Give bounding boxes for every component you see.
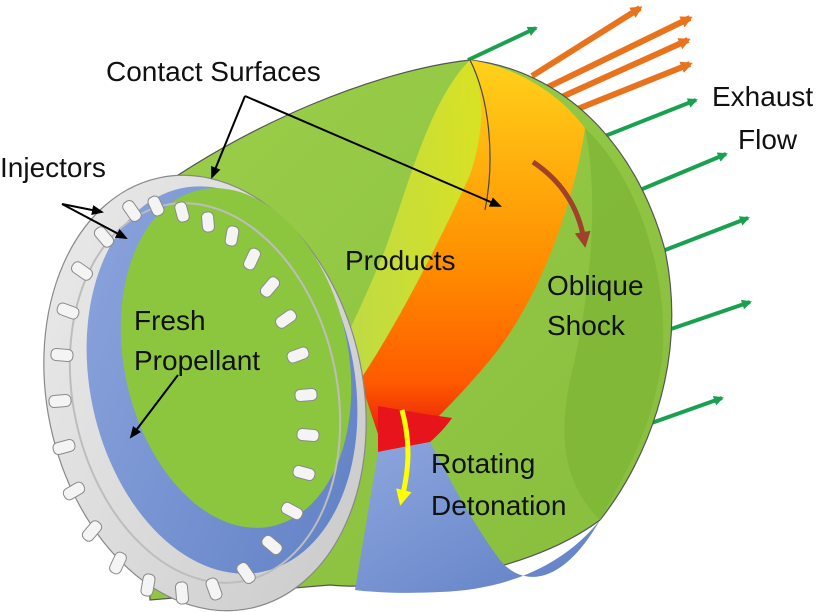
oblique-shock-line	[469, 59, 491, 211]
injector-pin	[243, 247, 261, 271]
injector-pin	[81, 520, 103, 542]
injector-pin	[296, 427, 320, 443]
injector-pin	[292, 464, 316, 482]
fresh-propellant-band	[355, 442, 600, 593]
injector-pin	[122, 200, 142, 222]
injector-pin	[174, 581, 190, 605]
injector-face	[43, 174, 367, 612]
injector-pin	[224, 225, 240, 247]
oblique-shock-label-line2: Shock	[547, 310, 626, 341]
injector-pin	[109, 551, 127, 575]
injector-pin	[93, 226, 115, 248]
injector-pin	[286, 346, 310, 364]
leader-injector-2	[61, 203, 128, 239]
leader-contact-2	[244, 95, 502, 207]
inner-products-core	[120, 188, 352, 528]
rotating-detonation-label-line2: Detonation	[431, 490, 566, 521]
labels: Contact Surfaces Injectors Exhaust Flow …	[0, 56, 813, 521]
injector-pin	[147, 195, 165, 217]
injector-pin	[275, 309, 297, 329]
injector-pin	[71, 261, 93, 281]
contact-surfaces-label: Contact Surfaces	[106, 56, 321, 87]
right-arrow-icon	[553, 37, 691, 103]
detonation-front	[360, 60, 585, 440]
exhaust-label-line2: Flow	[738, 124, 798, 155]
injector-pin	[280, 501, 304, 521]
leader-injector-1	[61, 203, 104, 215]
products-gradient	[335, 60, 482, 380]
rotating-detonation-label-line1: Rotating	[431, 448, 535, 479]
injector-pin	[50, 347, 74, 363]
right-arrow-icon	[639, 152, 728, 192]
injector-pin	[48, 393, 72, 409]
detonation-band	[378, 406, 452, 452]
leader-contact-1	[211, 95, 246, 179]
right-arrow-icon	[568, 61, 693, 115]
fresh-propellant-label-line2: Propellant	[134, 345, 260, 376]
injector-pins	[48, 195, 320, 605]
injector-pin	[62, 481, 86, 501]
right-arrow-icon	[667, 299, 752, 332]
right-arrow-icon	[540, 15, 693, 93]
right-arrow-icon	[659, 216, 750, 254]
oblique-shock-label-line1: Oblique	[547, 270, 644, 301]
injector-pin	[174, 201, 190, 223]
injector-pin	[56, 302, 80, 320]
curved-arrow-icon	[396, 409, 412, 506]
right-arrow-icon	[530, 5, 643, 79]
exhaust-arrows	[467, 5, 752, 432]
products-label: Products	[345, 245, 456, 276]
injector-pin	[140, 573, 156, 597]
leader-fresh	[129, 374, 179, 439]
injector-pin	[201, 211, 215, 233]
injector-pin	[261, 534, 283, 556]
injector-pin	[259, 276, 281, 298]
leader-lines	[61, 95, 502, 439]
right-arrow-icon	[467, 26, 538, 62]
fresh-propellant-label-line1: Fresh	[134, 305, 206, 336]
injector-pin	[52, 438, 76, 456]
injector-pin	[294, 387, 318, 403]
injectors-label: Injectors	[0, 152, 106, 183]
curved-arrow-icon	[531, 159, 591, 248]
exit-face	[564, 128, 664, 520]
exhaust-label-line1: Exhaust	[712, 81, 813, 112]
injector-pin	[205, 577, 223, 601]
injector-pin	[236, 562, 256, 584]
right-arrow-icon	[599, 98, 698, 140]
